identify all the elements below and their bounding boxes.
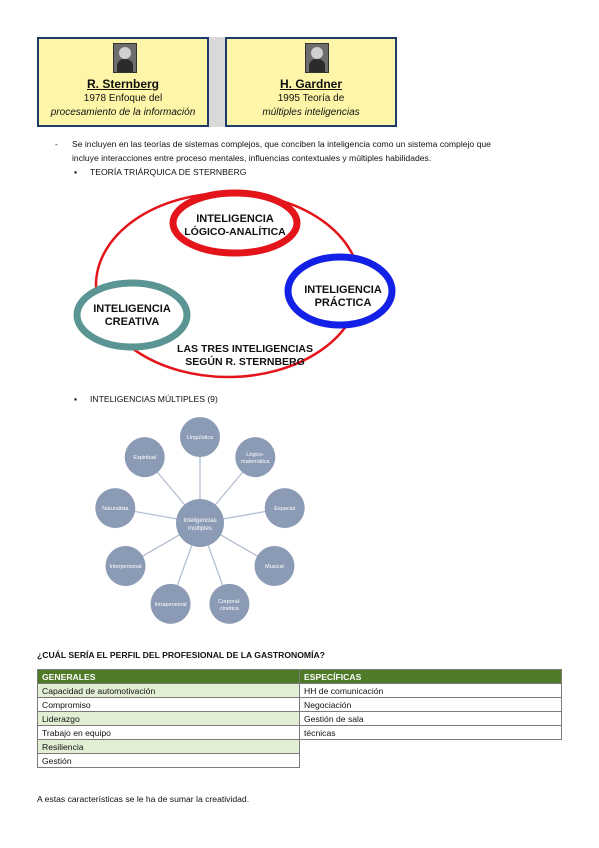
intro-dash: - [55,139,58,149]
card-name: H. Gardner [279,77,342,91]
bullet-multiple: INTELIGENCIAS MÚLTIPLES (9) [90,394,218,404]
intelligence-node [264,488,305,529]
bullet-triarchic: TEORÍA TRIÁRQUICA DE STERNBERG [90,167,247,177]
intelligence-node-label: Espacial [274,506,295,512]
analytic-label-1: INTELIGENCIA [196,213,274,225]
bullet-icon: ▪ [74,394,78,404]
card-line: 1995 Teoría de [277,93,345,104]
analytic-label-2: LÓGICO-ANALÍTICA [184,225,286,238]
card-sternberg: R. Sternberg 1978 Enfoque del procesamie… [37,37,209,127]
intelligence-node [124,437,165,478]
center-node [176,499,224,547]
card-divider [209,37,225,127]
profile-table: GENERALES ESPECÍFICAS Capacidad de autom… [37,669,562,768]
intro-line-2: incluye interacciones entre proceso ment… [72,153,432,163]
intelligence-node [235,437,276,478]
card-name: R. Sternberg [86,77,159,91]
intelligence-node [254,546,295,586]
table-cell-empty [300,740,562,754]
multiple-intelligences-diagram: LingüísticaLógico-matemáticaEspacialMusi… [95,417,305,624]
triarchic-diagram: INTELIGENCIA LÓGICO-ANALÍTICA INTELIGENC… [60,185,400,385]
table-header: GENERALES [37,669,300,684]
table-cell: técnicas [299,725,562,740]
table-cell: Resiliencia [37,739,300,754]
practical-label-2: PRÁCTICA [315,296,372,309]
ring-analytic [169,189,301,257]
intelligence-node-label: Interpersonal [109,564,141,570]
table-cell: Trabajo en equipo [37,725,300,740]
table-header: ESPECÍFICAS [299,669,562,684]
creative-label-2: CREATIVA [105,316,160,328]
intelligence-node [150,583,191,624]
caption-line-1: LAS TRES INTELIGENCIAS [177,343,313,355]
card-line: múltiples inteligencias [262,107,360,118]
bullet-icon: ▪ [74,167,78,177]
table-cell: Gestión [37,753,300,768]
portrait-image [305,43,329,73]
ring-creative [73,279,191,351]
intelligence-node-label: cinética [220,606,240,612]
intelligence-node-label: Naturalista [102,506,129,512]
intelligence-node-label: Corporal- [218,599,241,605]
card-line: 1978 Enfoque del [83,93,163,104]
intelligence-node-label: Lógico- [246,452,264,458]
practical-label-1: INTELIGENCIA [304,284,382,296]
table-cell: HH de comunicación [299,683,562,698]
intelligence-node-label: Intrapersonal [155,602,187,608]
intelligence-node-label: Musical [265,564,284,570]
closing-text: A estas características se le ha de suma… [37,794,250,804]
card-line: procesamiento de la información [50,107,196,118]
intelligence-node-label: Espiritual [133,455,156,461]
ring-practical [284,253,396,329]
table-cell-empty [300,754,562,768]
intelligence-node [209,583,250,624]
intelligence-node [95,488,136,529]
intelligence-node-label: Lingüística [187,435,214,441]
card-gardner: H. Gardner 1995 Teoría de múltiples inte… [225,37,397,127]
intelligence-node-label: matemática [241,459,270,465]
table-cell: Negociación [299,697,562,712]
table-cell: Liderazgo [37,711,300,726]
intelligence-node [105,546,146,586]
caption-line-2: SEGÚN R. STERNBERG [185,355,305,368]
table-cell: Compromiso [37,697,300,712]
portrait-image [113,43,137,73]
table-cell: Gestión de sala [299,711,562,726]
center-label-2: múltiples [188,526,212,532]
center-label-1: Inteligencias [183,518,216,524]
profile-question: ¿CUÁL SERÍA EL PERFIL DEL PROFESIONAL DE… [37,650,325,660]
creative-label-1: INTELIGENCIA [93,303,171,315]
table-cell: Capacidad de automotivación [37,683,300,698]
intelligence-node [180,417,220,457]
intro-line-1: Se incluyen en las teorías de sistemas c… [72,139,491,149]
